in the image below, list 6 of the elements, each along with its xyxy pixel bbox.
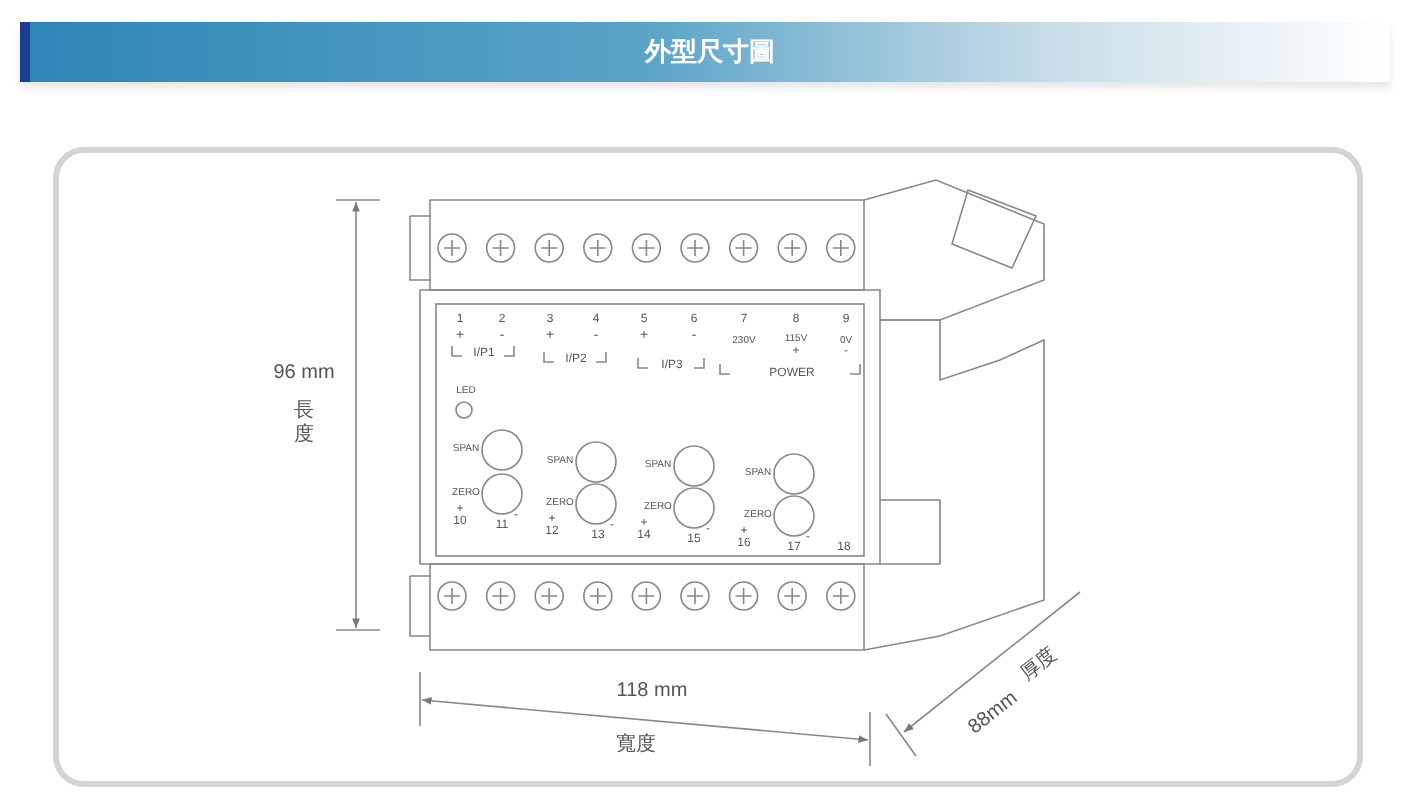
dimension-label: 寬度 bbox=[616, 736, 656, 756]
dimension-label: 118 mm bbox=[616, 682, 688, 702]
dimension-label: 長度 bbox=[294, 400, 314, 448]
dimension-label: 厚度 bbox=[1018, 645, 1062, 687]
dimension-label: 96 mm bbox=[273, 364, 335, 384]
section-title: 外型尺寸圖 bbox=[645, 34, 775, 70]
